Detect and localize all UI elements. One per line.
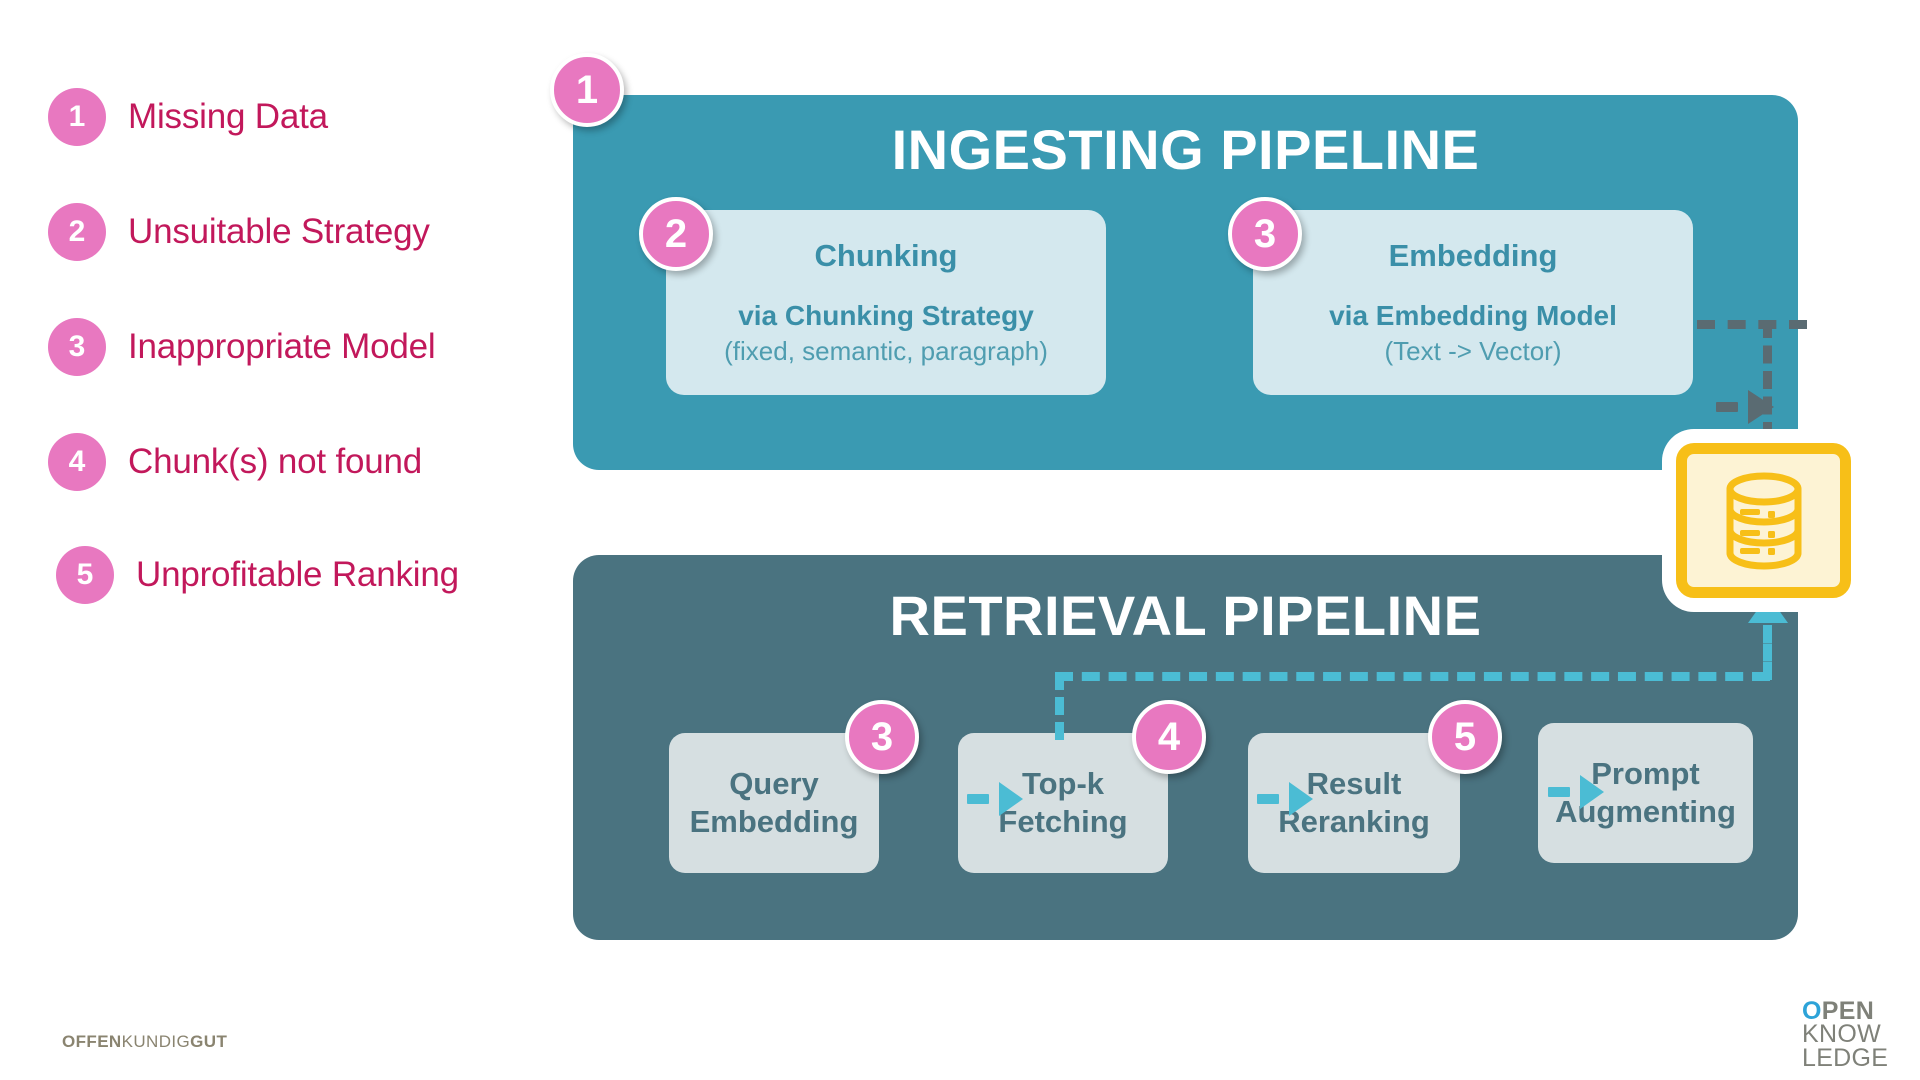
- issue-label: Inappropriate Model: [128, 327, 436, 366]
- callout-badge-chunking[interactable]: 2: [639, 197, 713, 271]
- query-embedding-card[interactable]: Query Embedding: [669, 733, 879, 873]
- list-item[interactable]: 5 Unprofitable Ranking: [56, 544, 459, 606]
- logo-line-ledge: LEDGE: [1802, 1043, 1889, 1072]
- issue-number-badge: 5: [56, 546, 114, 604]
- issue-label: Unsuitable Strategy: [128, 212, 430, 251]
- chunking-card-subtitle: via Chunking Strategy: [738, 300, 1034, 331]
- chunking-card[interactable]: Chunking via Chunking Strategy (fixed, s…: [666, 210, 1106, 395]
- callout-badge-topk-fetching[interactable]: 4: [1132, 700, 1206, 774]
- issue-label: Unprofitable Ranking: [136, 555, 459, 594]
- retrieval-pipeline-title: RETRIEVAL PIPELINE: [889, 584, 1482, 647]
- embedding-card-subtitle: via Embedding Model: [1329, 300, 1617, 331]
- db-to-topk-connector-vertical-right: [1763, 625, 1772, 680]
- logo-line-know: KNOW: [1802, 1020, 1881, 1049]
- issue-number-badge: 3: [48, 318, 106, 376]
- query-embedding-line1: Query: [729, 766, 819, 802]
- vector-database-store[interactable]: [1676, 443, 1851, 598]
- db-to-topk-connector-vertical-left: [1055, 672, 1064, 740]
- db-to-topk-arrow-icon: [1748, 595, 1788, 623]
- list-item[interactable]: 1 Missing Data: [48, 86, 328, 148]
- logo-line-open: OPEN: [1802, 997, 1888, 1025]
- issue-number-badge: 4: [48, 433, 106, 491]
- logo-pen-text: PEN: [1821, 997, 1875, 1025]
- embedding-to-db-connector-vertical: [1763, 320, 1772, 440]
- topk-fetching-line1: Top-k: [1021, 766, 1105, 802]
- issue-number-badge: 2: [48, 203, 106, 261]
- list-item[interactable]: 2 Unsuitable Strategy: [48, 201, 430, 263]
- callout-badge-ingest-panel[interactable]: 1: [550, 53, 624, 127]
- issue-number-badge: 1: [48, 88, 106, 146]
- embedding-card-detail: (Text -> Vector): [1384, 336, 1562, 366]
- list-item[interactable]: 3 Inappropriate Model: [48, 316, 436, 378]
- list-item[interactable]: 4 Chunk(s) not found: [48, 431, 422, 493]
- embedding-card-title: Embedding: [1388, 238, 1558, 273]
- db-to-topk-connector-horizontal: [1055, 672, 1770, 681]
- topk-to-reranking-arrow-icon: [1257, 782, 1313, 816]
- callout-badge-embedding[interactable]: 3: [1228, 197, 1302, 271]
- prompt-augmenting-card[interactable]: Prompt Augmenting: [1538, 723, 1753, 863]
- issue-label: Missing Data: [128, 97, 328, 136]
- callout-badge-result-reranking[interactable]: 5: [1428, 700, 1502, 774]
- query-embedding-line2: Embedding: [689, 804, 859, 839]
- ingesting-pipeline-title: INGESTING PIPELINE: [891, 118, 1480, 181]
- logo-o-glyph: O: [1802, 997, 1822, 1025]
- logo-part-offen: OFFEN: [62, 1032, 122, 1051]
- chunking-card-detail: (fixed, semantic, paragraph): [724, 336, 1048, 366]
- database-icon: [1716, 469, 1812, 573]
- callout-badge-query-embedding[interactable]: 3: [845, 700, 919, 774]
- embedding-card[interactable]: Embedding via Embedding Model (Text -> V…: [1253, 210, 1693, 395]
- embedding-to-db-connector-horizontal: [1697, 320, 1807, 329]
- reranking-to-prompt-arrow-icon: [1548, 775, 1604, 809]
- query-to-topk-arrow-icon: [967, 782, 1023, 816]
- offenkundiggut-logo: OFFENKUNDIGGUT: [62, 1032, 227, 1052]
- logo-part-kundig: KUNDIG: [121, 1032, 191, 1051]
- topk-fetching-card[interactable]: Top-k Fetching: [958, 733, 1168, 873]
- chunking-card-title: Chunking: [814, 238, 958, 273]
- ingesting-pipeline-panel: INGESTING PIPELINE Chunking via Chunking…: [573, 95, 1798, 470]
- openknowledge-logo: OPEN KNOW LEDGE: [1802, 997, 1889, 1072]
- issue-label: Chunk(s) not found: [128, 442, 423, 481]
- result-reranking-line1: Result: [1306, 766, 1402, 802]
- prompt-augmenting-line1: Prompt: [1591, 756, 1700, 792]
- result-reranking-card[interactable]: Result Reranking: [1248, 733, 1460, 873]
- logo-part-gut: GUT: [190, 1032, 228, 1051]
